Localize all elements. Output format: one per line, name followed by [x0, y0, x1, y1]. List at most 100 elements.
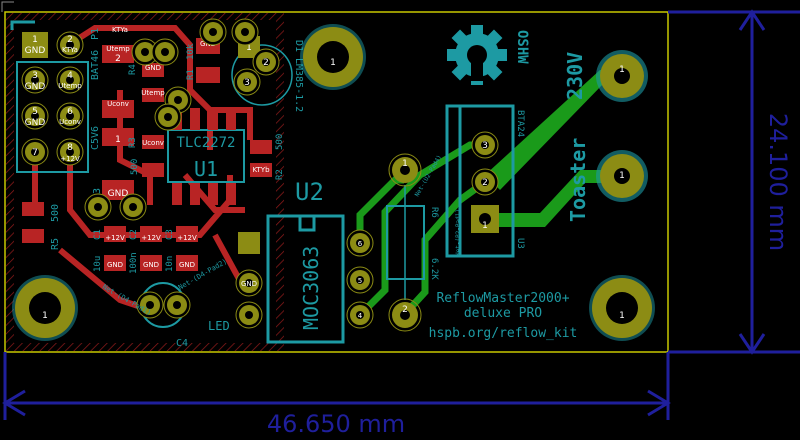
svg-text:2: 2 [402, 305, 408, 315]
d3-pad-2 [102, 45, 134, 63]
resistor-r6[interactable]: 1 2 R6 6.2K [386, 153, 439, 332]
r3-value: 500 [130, 159, 140, 175]
svg-text:2: 2 [263, 58, 269, 68]
svg-text:5: 5 [358, 277, 362, 285]
d2-pad-1 [102, 100, 134, 118]
back-copper-traces [356, 141, 488, 318]
svg-text:3: 3 [244, 78, 250, 88]
c1-pad-gnd [104, 255, 126, 271]
optocoupler-u2[interactable]: U2 MOC3063 6 5 4 [266, 178, 374, 344]
svg-text:1: 1 [115, 135, 121, 145]
p1-pad-1[interactable] [22, 32, 48, 58]
u3-ref: U3 [515, 238, 525, 249]
svg-text:GND: GND [107, 261, 123, 269]
d2-value: C5V6 [90, 126, 101, 150]
c3-pad [176, 226, 198, 242]
r4-pad-1 [142, 88, 164, 102]
svg-text:+12V: +12V [177, 234, 197, 242]
width-dimension-label: 46.650 mm [267, 410, 405, 438]
pad-net: GND [25, 82, 46, 92]
power-traces [485, 70, 625, 227]
height-dimension-label: 24.100 mm [764, 113, 792, 251]
r3-pad-1 [142, 135, 164, 149]
c2-value: 100n [129, 252, 139, 274]
r4-ref: R4 [128, 64, 138, 75]
u3-value: BTA24 [515, 110, 525, 137]
svg-text:GND: GND [108, 189, 129, 199]
board-url: hspb.org/reflow_kit [429, 326, 578, 341]
r1-value: 10k [186, 43, 196, 60]
svg-text:1: 1 [619, 65, 625, 75]
origin-marker [1, 1, 14, 12]
u2-ref: U2 [295, 178, 324, 206]
r3-ref: R3 [128, 137, 138, 148]
c3-ref: C3 [165, 229, 175, 240]
c1-ref: C1 [93, 229, 103, 240]
r2-pad-2 [250, 140, 272, 154]
svg-text:GND: GND [145, 64, 161, 72]
toaster-label: Toaster [566, 138, 590, 222]
dimension-width[interactable]: 46.650 mm [2, 352, 671, 438]
r5-pad-2 [22, 229, 44, 243]
oshw-logo: OSHW [447, 25, 530, 85]
svg-text:4: 4 [358, 312, 363, 320]
title-line-1: ReflowMaster2000+ [436, 291, 569, 306]
pad-number: 3 [32, 71, 38, 81]
u1-ref: U1 [194, 157, 218, 181]
svg-text:3: 3 [482, 141, 488, 151]
p1-ref: P1 [90, 28, 101, 40]
ic-u1[interactable]: TLC2272 U1 [167, 108, 245, 205]
r1-ref: R1 [186, 69, 196, 80]
pad-net: KTYa [62, 46, 78, 54]
pad-net: Utemp [58, 82, 82, 90]
r2-pad-1 [250, 163, 272, 177]
svg-text:1: 1 [482, 221, 488, 231]
r1-pad-1 [196, 67, 220, 83]
pad-number: 7 [32, 148, 38, 158]
svg-text:Uconv: Uconv [107, 100, 129, 108]
pad-net: GND [25, 118, 46, 128]
svg-text:2: 2 [482, 178, 488, 188]
pad-number: 6 [67, 107, 73, 117]
u1-value: TLC2272 [176, 135, 235, 151]
led-label: LED [208, 319, 230, 333]
svg-text:+12V: +12V [105, 234, 125, 242]
board-title: ReflowMaster2000+ deluxe PRO hspb.org/re… [429, 291, 578, 341]
svg-text:1: 1 [402, 159, 408, 169]
svg-text:GND: GND [143, 261, 159, 269]
net-label-ktya: KTYa [112, 26, 128, 34]
r6-value: 6.2K [429, 258, 439, 280]
d3-value: BAT46 [90, 50, 101, 80]
svg-text:GND: GND [241, 280, 257, 288]
c2-ref: C2 [129, 229, 139, 240]
svg-text:1: 1 [246, 43, 252, 53]
terminal-pads[interactable]: 1 1 [596, 50, 648, 202]
pad-number: 4 [67, 71, 73, 81]
board-outline [4, 11, 669, 353]
connector-p1[interactable]: 1 GND 2 KTYa 3 GND 4 Utemp 5 GND 6 Uconv… [10, 20, 128, 173]
svg-text:1: 1 [619, 311, 625, 321]
pad-net: GND [25, 46, 46, 56]
dimension-height[interactable]: 24.100 mm [668, 9, 800, 355]
svg-text:6: 6 [358, 240, 363, 248]
smd-components[interactable]: Utemp 2 GND Utemp R4 Uconv 1 Uconv R3 50… [22, 38, 285, 274]
r3-pad-2 [142, 163, 164, 177]
net-label-p2-pad1: Net-(P2-Pad1) [455, 209, 462, 256]
svg-text:+12V: +12V [141, 234, 161, 242]
r4-pad [142, 63, 164, 77]
mounting-holes[interactable]: 1 1 1 [12, 24, 655, 341]
d1-ref: D1 [293, 40, 304, 52]
svg-text:1: 1 [619, 171, 625, 181]
svg-text:Uconv: Uconv [142, 139, 164, 147]
r5-pad-1 [22, 202, 44, 216]
c2-pad [140, 226, 162, 242]
pad-number: 5 [32, 107, 38, 117]
c4-ref: C4 [176, 338, 188, 349]
pad-number: 1 [32, 35, 38, 45]
svg-text:KTYb: KTYb [252, 166, 270, 174]
title-line-2: deluxe PRO [464, 306, 542, 321]
d3-pad-gnd [102, 180, 134, 200]
u2-value: MOC3063 [299, 246, 323, 330]
pad-number: 2 [67, 35, 73, 45]
